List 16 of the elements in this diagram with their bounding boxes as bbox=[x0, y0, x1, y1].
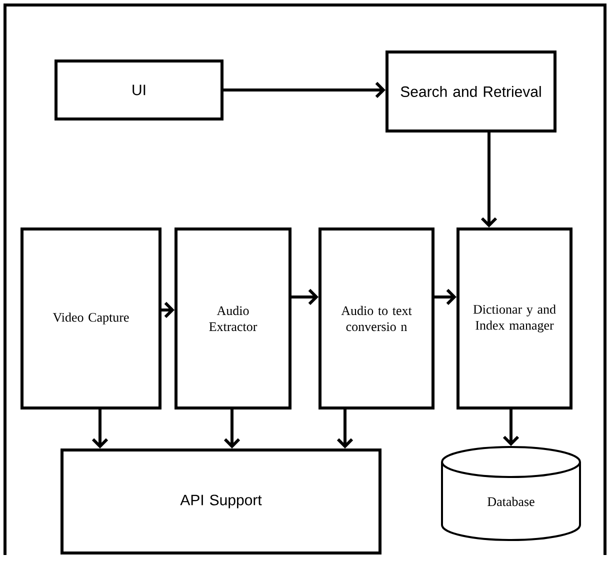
arrow bbox=[92, 410, 108, 448]
process-box: API Support bbox=[60, 448, 382, 554]
database-cylinder: Database bbox=[441, 446, 581, 541]
process-box: Dictionar y and Index manager bbox=[456, 228, 572, 410]
arrow bbox=[336, 410, 354, 448]
arrow bbox=[480, 132, 498, 228]
arrow bbox=[224, 82, 386, 98]
arrow bbox=[292, 288, 318, 306]
arrow bbox=[224, 410, 240, 448]
process-box: Search and Retrieval bbox=[386, 50, 556, 132]
process-box: Audio to text conversio n bbox=[318, 228, 434, 410]
arrow bbox=[434, 288, 456, 306]
process-box: Video Capture bbox=[20, 228, 162, 410]
arrow bbox=[502, 410, 520, 446]
process-box: UI bbox=[54, 60, 224, 120]
process-box: Audio Extractor bbox=[174, 228, 292, 410]
